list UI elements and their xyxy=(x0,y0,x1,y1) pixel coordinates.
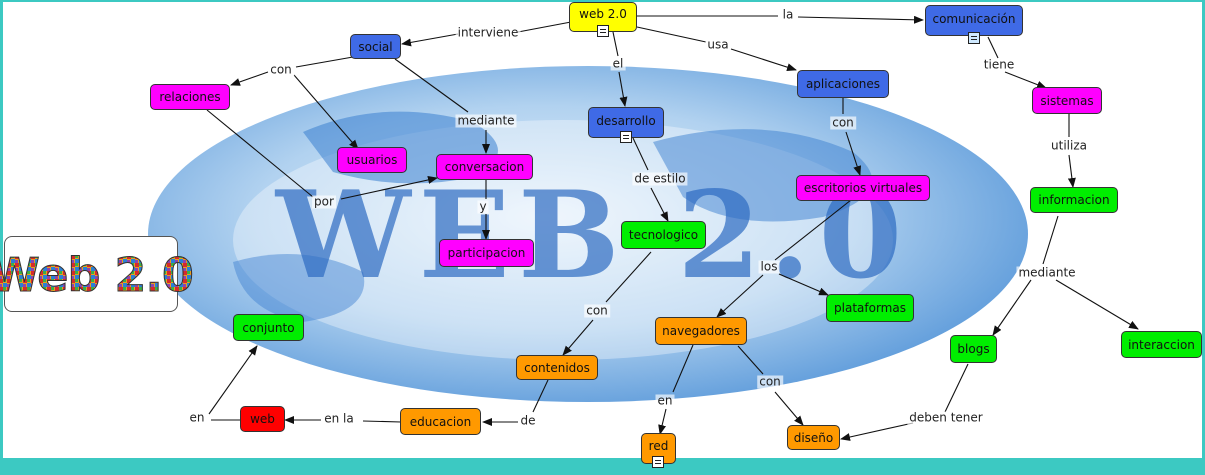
node-contenidos[interactable]: contenidos xyxy=(516,355,598,380)
node-navegadores[interactable]: navegadores xyxy=(655,317,747,345)
link-label: la xyxy=(780,7,796,22)
node-escritorios-virtuales[interactable]: escritorios virtuales xyxy=(796,175,930,201)
image-attachment-icon[interactable] xyxy=(597,25,609,37)
video-attachment-icon[interactable] xyxy=(968,32,980,44)
node-educacion[interactable]: educacion xyxy=(400,408,481,435)
link-label: con xyxy=(268,62,294,77)
link-label: el xyxy=(610,56,626,71)
node-desarrollo[interactable]: desarrollo xyxy=(588,107,664,138)
link-label: los xyxy=(758,259,780,274)
link-label: con xyxy=(830,115,856,130)
document-attachment-icon[interactable] xyxy=(620,131,632,143)
link-label: deben tener xyxy=(907,410,985,425)
link-label: tiene xyxy=(981,57,1017,72)
node-aplicaciones[interactable]: aplicaciones xyxy=(797,70,889,98)
link-label: y xyxy=(477,199,489,214)
node-tecnologico[interactable]: tecnologico xyxy=(621,221,706,249)
link-label: interviene xyxy=(455,25,521,40)
link-label: en la xyxy=(322,411,356,426)
link-label: utiliza xyxy=(1049,138,1089,153)
link-label: de estilo xyxy=(632,171,688,186)
link-label: con xyxy=(757,374,783,389)
node-usuarios[interactable]: usuarios xyxy=(337,147,407,173)
node-conversacion[interactable]: conversacion xyxy=(436,154,533,180)
link-label: usa xyxy=(705,37,731,52)
web20-logo-art: Web 2.0 xyxy=(0,248,194,303)
link-label: mediante xyxy=(455,113,517,128)
link-label: por xyxy=(312,194,336,209)
node-conjunto[interactable]: conjunto xyxy=(233,314,304,341)
node-web[interactable]: web xyxy=(240,406,285,432)
node-relaciones[interactable]: relaciones xyxy=(150,84,230,110)
web20-logo-image[interactable]: Web 2.0 xyxy=(0,236,194,312)
node-sistemas[interactable]: sistemas xyxy=(1032,87,1102,114)
link-label: con xyxy=(584,303,610,318)
node-diseno[interactable]: diseño xyxy=(787,425,840,450)
link-label: mediante xyxy=(1016,265,1078,280)
links-layer xyxy=(206,15,1139,441)
link-label: en xyxy=(187,410,207,425)
node-informacion[interactable]: informacion xyxy=(1030,187,1118,213)
node-interaccion[interactable]: interaccion xyxy=(1121,331,1202,358)
logo-text: Web 2.0 xyxy=(0,248,193,302)
link-label: en xyxy=(655,393,675,408)
concept-map-canvas: WEB 2.0 xyxy=(0,2,1202,468)
document-attachment-icon[interactable] xyxy=(652,456,664,468)
link-label: de xyxy=(518,413,538,428)
node-participacion[interactable]: participacion xyxy=(439,239,534,267)
node-plataformas[interactable]: plataformas xyxy=(826,294,914,322)
node-social[interactable]: social xyxy=(350,34,401,59)
node-blogs[interactable]: blogs xyxy=(950,335,997,363)
node-web20[interactable]: web 2.0 xyxy=(569,2,637,32)
